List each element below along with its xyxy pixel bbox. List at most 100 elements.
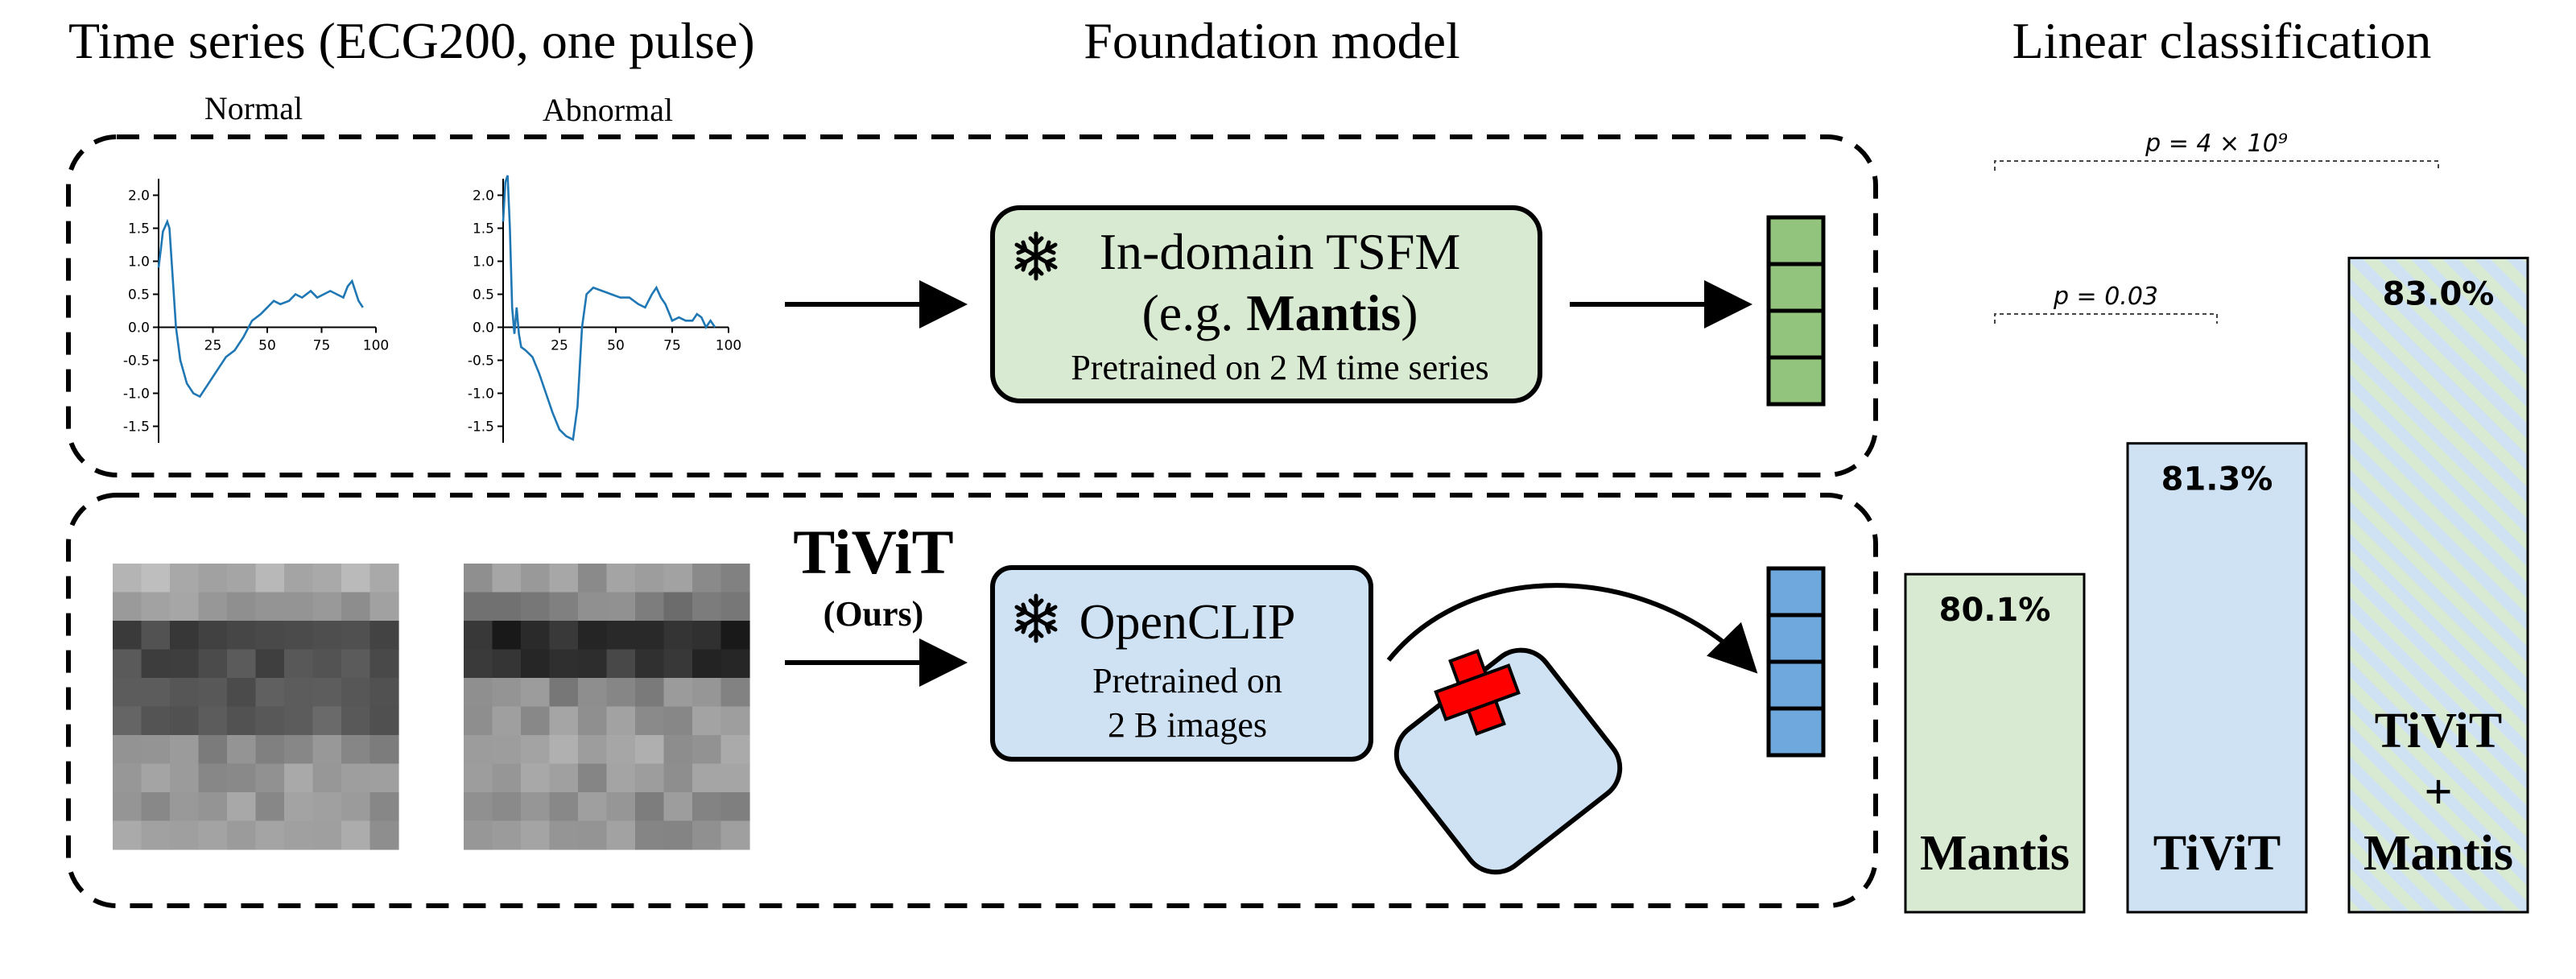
image-pixel	[606, 792, 636, 822]
image-pixel	[663, 792, 693, 822]
x-tick-label: 100	[716, 338, 741, 354]
image-pixel	[369, 649, 399, 679]
image-pixel	[255, 621, 285, 651]
image-pixel	[369, 735, 399, 765]
image-pixel	[284, 564, 314, 593]
y-tick-label: 0.0	[473, 320, 494, 337]
image-pixel	[341, 820, 371, 850]
bar-value-label: 80.1%	[1939, 592, 2051, 629]
tsfm-example: (e.g. Mantis)	[1141, 284, 1418, 341]
image-pixel	[227, 564, 257, 593]
image-pixel	[720, 820, 750, 850]
image-pixel	[341, 735, 371, 765]
image-pixel	[284, 763, 314, 793]
image-pixel	[170, 564, 200, 593]
image-pixel	[369, 678, 399, 708]
image-pixel	[141, 649, 171, 679]
image-pixel	[255, 763, 285, 793]
image-pixel	[170, 706, 200, 736]
image-pixel	[227, 792, 257, 822]
image-pixel	[170, 649, 200, 679]
image-pixel	[464, 792, 493, 822]
image-pixel	[341, 763, 371, 793]
image-pixel	[170, 820, 200, 850]
image-pixel	[312, 592, 342, 622]
bar-mantis	[1904, 572, 2086, 914]
image-pixel	[549, 564, 579, 593]
image-pixel	[369, 592, 399, 622]
image-pixel	[606, 564, 636, 593]
y-tick-label: 1.0	[473, 254, 494, 271]
image-pixel	[141, 592, 171, 622]
image-pixel	[170, 792, 200, 822]
image-pixel	[227, 649, 257, 679]
image-pixel	[578, 564, 608, 593]
image-pixel	[227, 621, 257, 651]
image-pixel	[312, 706, 342, 736]
image-pixel	[492, 564, 522, 593]
header-linear-classification: Linear classification	[2013, 12, 2432, 69]
x-tick-label: 50	[607, 338, 625, 354]
image-pixel	[198, 820, 228, 850]
image-pixel	[635, 706, 665, 736]
x-tick-label: 75	[313, 338, 331, 354]
image-pixel	[113, 763, 142, 793]
openclip-subtitle-line1: Pretrained on	[1092, 661, 1282, 700]
p-value-label: p = 0.03	[2053, 283, 2158, 311]
image-pixel	[227, 678, 257, 708]
bottom-row-frame	[66, 493, 1878, 908]
x-tick-label: 100	[363, 338, 389, 354]
image-pixel	[113, 706, 142, 736]
image-pixel	[284, 621, 314, 651]
image-pixel	[464, 735, 493, 765]
accuracy-bar-chart: 80.1%Mantis81.3%TiViT83.0%TiViT+Mantisp …	[1904, 130, 2529, 914]
image-pixel	[578, 621, 608, 651]
image-pixel	[255, 792, 285, 822]
openclip-model-box	[990, 565, 1373, 762]
abnormal-image-grid	[464, 564, 750, 850]
image-pixel	[635, 820, 665, 850]
image-pixel	[521, 792, 551, 822]
image-pixel	[492, 820, 522, 850]
image-pixel	[521, 706, 551, 736]
image-pixel	[635, 592, 665, 622]
image-pixel	[284, 649, 314, 679]
image-pixel	[198, 649, 228, 679]
image-pixel	[312, 621, 342, 651]
image-pixel	[521, 820, 551, 850]
image-pixel	[549, 706, 579, 736]
image-pixel	[113, 820, 142, 850]
image-pixel	[635, 678, 665, 708]
image-pixel	[720, 706, 750, 736]
image-pixel	[141, 621, 171, 651]
image-pixel	[635, 735, 665, 765]
image-pixel	[578, 735, 608, 765]
y-tick-label: 1.5	[128, 221, 150, 238]
image-pixel	[578, 820, 608, 850]
image-pixel	[492, 706, 522, 736]
image-pixel	[549, 592, 579, 622]
y-tick-label: 1.0	[128, 254, 150, 271]
image-pixel	[492, 678, 522, 708]
green-embedding-vector	[1766, 215, 1826, 407]
image-pixel	[341, 678, 371, 708]
image-pixel	[255, 564, 285, 593]
top-row-frame	[66, 134, 1878, 477]
image-pixel	[521, 678, 551, 708]
x-tick-label: 50	[258, 338, 276, 354]
image-pixel	[312, 649, 342, 679]
y-tick-label: 0.5	[128, 287, 150, 304]
y-tick-label: -0.5	[468, 353, 494, 370]
ours-tag: (Ours)	[824, 594, 924, 634]
image-pixel	[663, 564, 693, 593]
image-pixel	[369, 621, 399, 651]
y-tick-label: -1.0	[468, 386, 494, 403]
image-pixel	[578, 763, 608, 793]
image-pixel	[369, 792, 399, 822]
image-pixel	[255, 649, 285, 679]
skip-arrow-curved	[1386, 583, 1758, 674]
y-tick-label: 2.0	[473, 188, 494, 204]
image-pixel	[141, 820, 171, 850]
image-pixel	[464, 706, 493, 736]
image-pixel	[549, 621, 579, 651]
